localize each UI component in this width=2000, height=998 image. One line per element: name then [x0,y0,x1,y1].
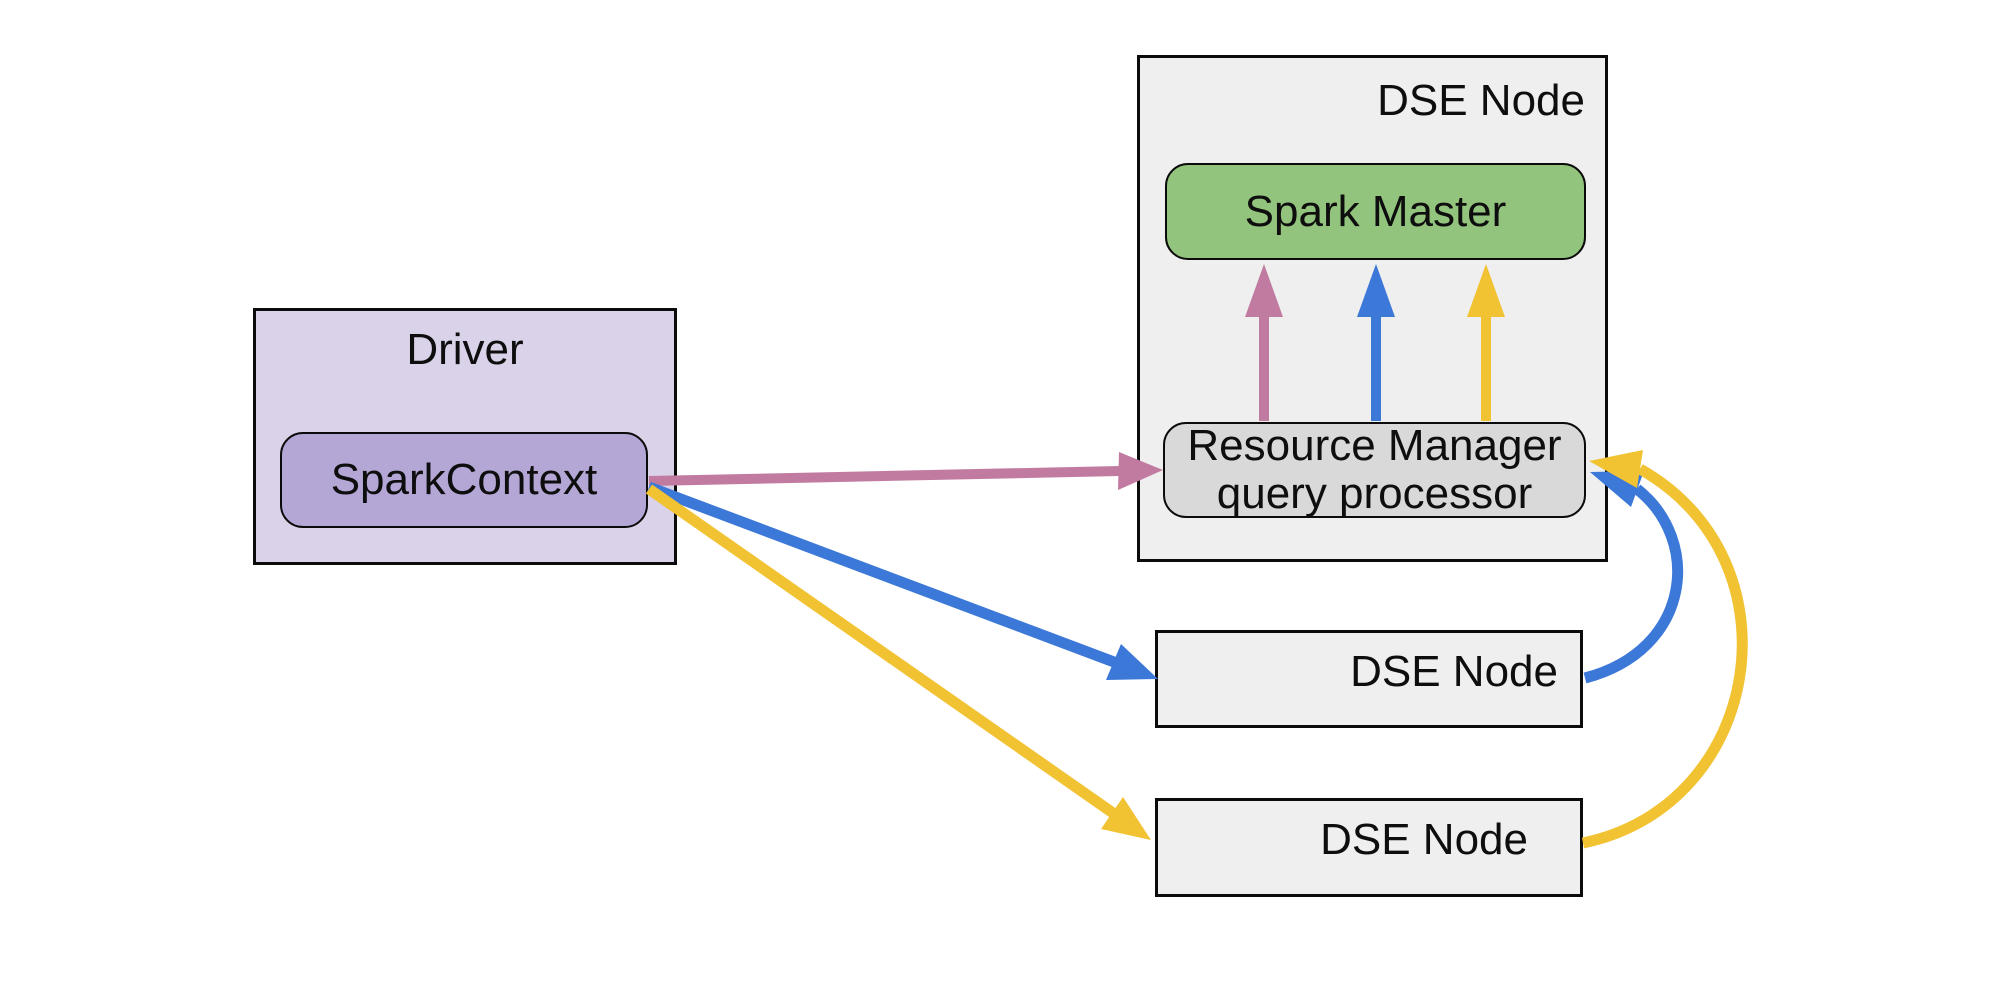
arrow-sparkcontext-to-resource-manager-shaft [648,466,1121,486]
driver-label: Driver [406,325,524,374]
dse-master-node-box: DSE Node Spark Master Resource Manager q… [1137,55,1608,562]
spark-master-box: Spark Master [1165,163,1586,260]
resource-manager-box: Resource Manager query processor [1163,422,1586,518]
dse-worker-node-2-box: DSE Node [1155,798,1583,897]
dse-master-node-label: DSE Node [1377,76,1585,125]
spark-context-label: SparkContext [330,455,598,505]
driver-box: Driver SparkContext [253,308,677,565]
resource-manager-label-line1: Resource Manager [1187,421,1562,470]
arrow-sparkcontext-to-worker1-shaft [647,481,1116,668]
arrow-sparkcontext-to-worker2-shaft [645,484,1117,818]
dse-worker-node-1-label: DSE Node [1350,647,1558,697]
dse-worker-node-2-label: DSE Node [1320,814,1528,864]
arrow-sparkcontext-to-worker2-head [1101,797,1151,840]
resource-manager-label-line2: query processor [1216,469,1533,518]
arrow-sparkcontext-to-worker1-head [1106,644,1158,680]
spark-context-box: SparkContext [280,432,648,528]
spark-master-label: Spark Master [1244,186,1507,236]
dse-worker-node-1-box: DSE Node [1155,630,1583,728]
